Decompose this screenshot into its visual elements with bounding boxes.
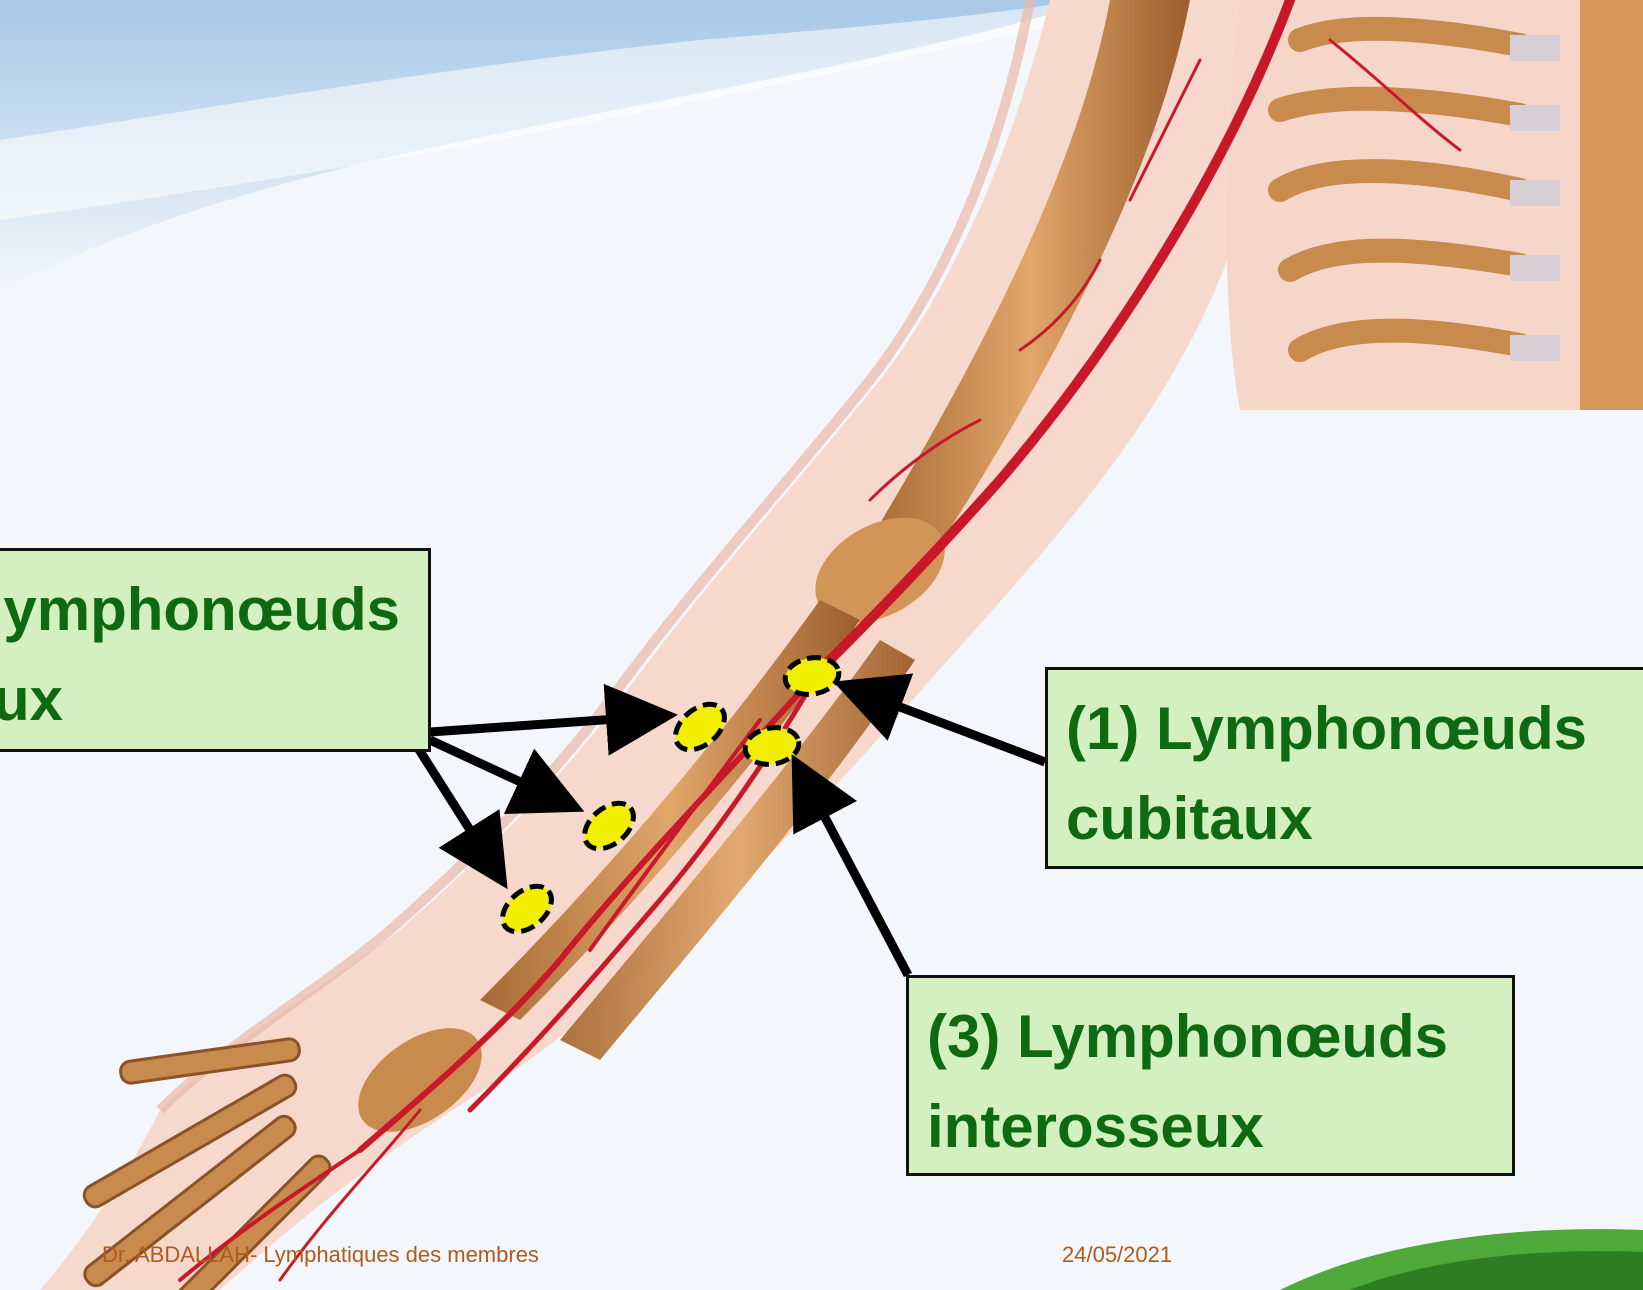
label-interosseous-line2: interosseux xyxy=(927,1082,1494,1172)
label-box-left: ymphonœuds ux xyxy=(0,548,431,752)
footer-author: Dr. ABDALLAH- Lymphatiques des membres xyxy=(102,1242,539,1268)
label-cubital-line1: (1) Lymphonœuds xyxy=(1066,684,1643,774)
rib-cage xyxy=(1227,0,1643,410)
label-interosseous-line1: (3) Lymphonœuds xyxy=(927,992,1494,1082)
label-left-line2: ux xyxy=(0,655,63,745)
label-cubital-line2: cubitaux xyxy=(1066,774,1643,864)
label-left-line1: ymphonœuds xyxy=(3,565,400,655)
label-box-interosseous: (3) Lymphonœuds interosseux xyxy=(906,975,1515,1176)
footer-date: 24/05/2021 xyxy=(1062,1242,1172,1268)
label-box-cubital: (1) Lymphonœuds cubitaux xyxy=(1045,667,1643,869)
